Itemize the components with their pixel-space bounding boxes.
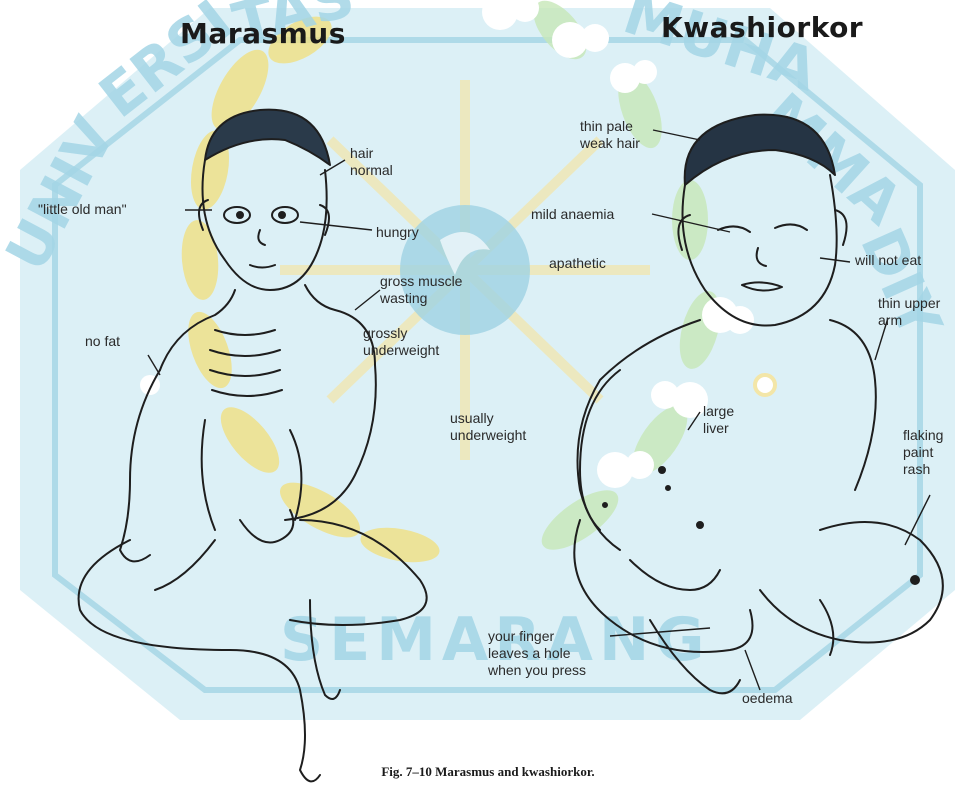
label-line: gross muscle <box>380 273 462 290</box>
label-line: grossly <box>363 325 439 342</box>
watermark-emblem <box>400 205 530 335</box>
label-mild-anaemia: mild anaemia <box>531 206 614 223</box>
label-no-fat: no fat <box>85 333 120 350</box>
label-line: flaking <box>903 427 943 444</box>
label-line: rash <box>903 461 943 478</box>
label-line: when you press <box>488 662 586 679</box>
figure-caption: Fig. 7–10 Marasmus and kwashiorkor. <box>0 764 976 780</box>
label-line: usually <box>450 410 526 427</box>
label-line: liver <box>703 420 734 437</box>
label-line: underweight <box>450 427 526 444</box>
label-finger-hole: your finger leaves a hole when you press <box>488 628 586 679</box>
label-thin-upper-arm: thin upper arm <box>878 295 940 329</box>
heading-kwashiorkor: Kwashiorkor <box>661 11 863 44</box>
label-will-not-eat: will not eat <box>855 252 921 269</box>
label-gross-muscle-wasting: gross muscle wasting <box>380 273 462 307</box>
label-line: leaves a hole <box>488 645 586 662</box>
label-line: paint <box>903 444 943 461</box>
watermark: UNIV ERSI TAS MUHA MMA DIY SEMARANG <box>0 0 955 720</box>
label-line: your finger <box>488 628 586 645</box>
label-line: normal <box>350 162 393 179</box>
label-large-liver: large liver <box>703 403 734 437</box>
label-usually-underweight: usually underweight <box>450 410 526 444</box>
label-line: thin pale <box>580 118 640 135</box>
label-line: hair <box>350 145 393 162</box>
label-apathetic: apathetic <box>549 255 606 272</box>
label-line: underweight <box>363 342 439 359</box>
heading-marasmus: Marasmus <box>180 17 346 50</box>
label-flaking-paint-rash: flaking paint rash <box>903 427 943 478</box>
label-line: wasting <box>380 290 462 307</box>
label-hungry: hungry <box>376 224 419 241</box>
label-line: thin upper <box>878 295 940 312</box>
label-grossly-underweight: grossly underweight <box>363 325 439 359</box>
label-line: arm <box>878 312 940 329</box>
label-line: weak hair <box>580 135 640 152</box>
label-thin-pale-weak-hair: thin pale weak hair <box>580 118 640 152</box>
label-line: large <box>703 403 734 420</box>
label-hair-normal: hair normal <box>350 145 393 179</box>
label-oedema: oedema <box>742 690 793 707</box>
label-little-old-man: "little old man" <box>38 201 127 218</box>
